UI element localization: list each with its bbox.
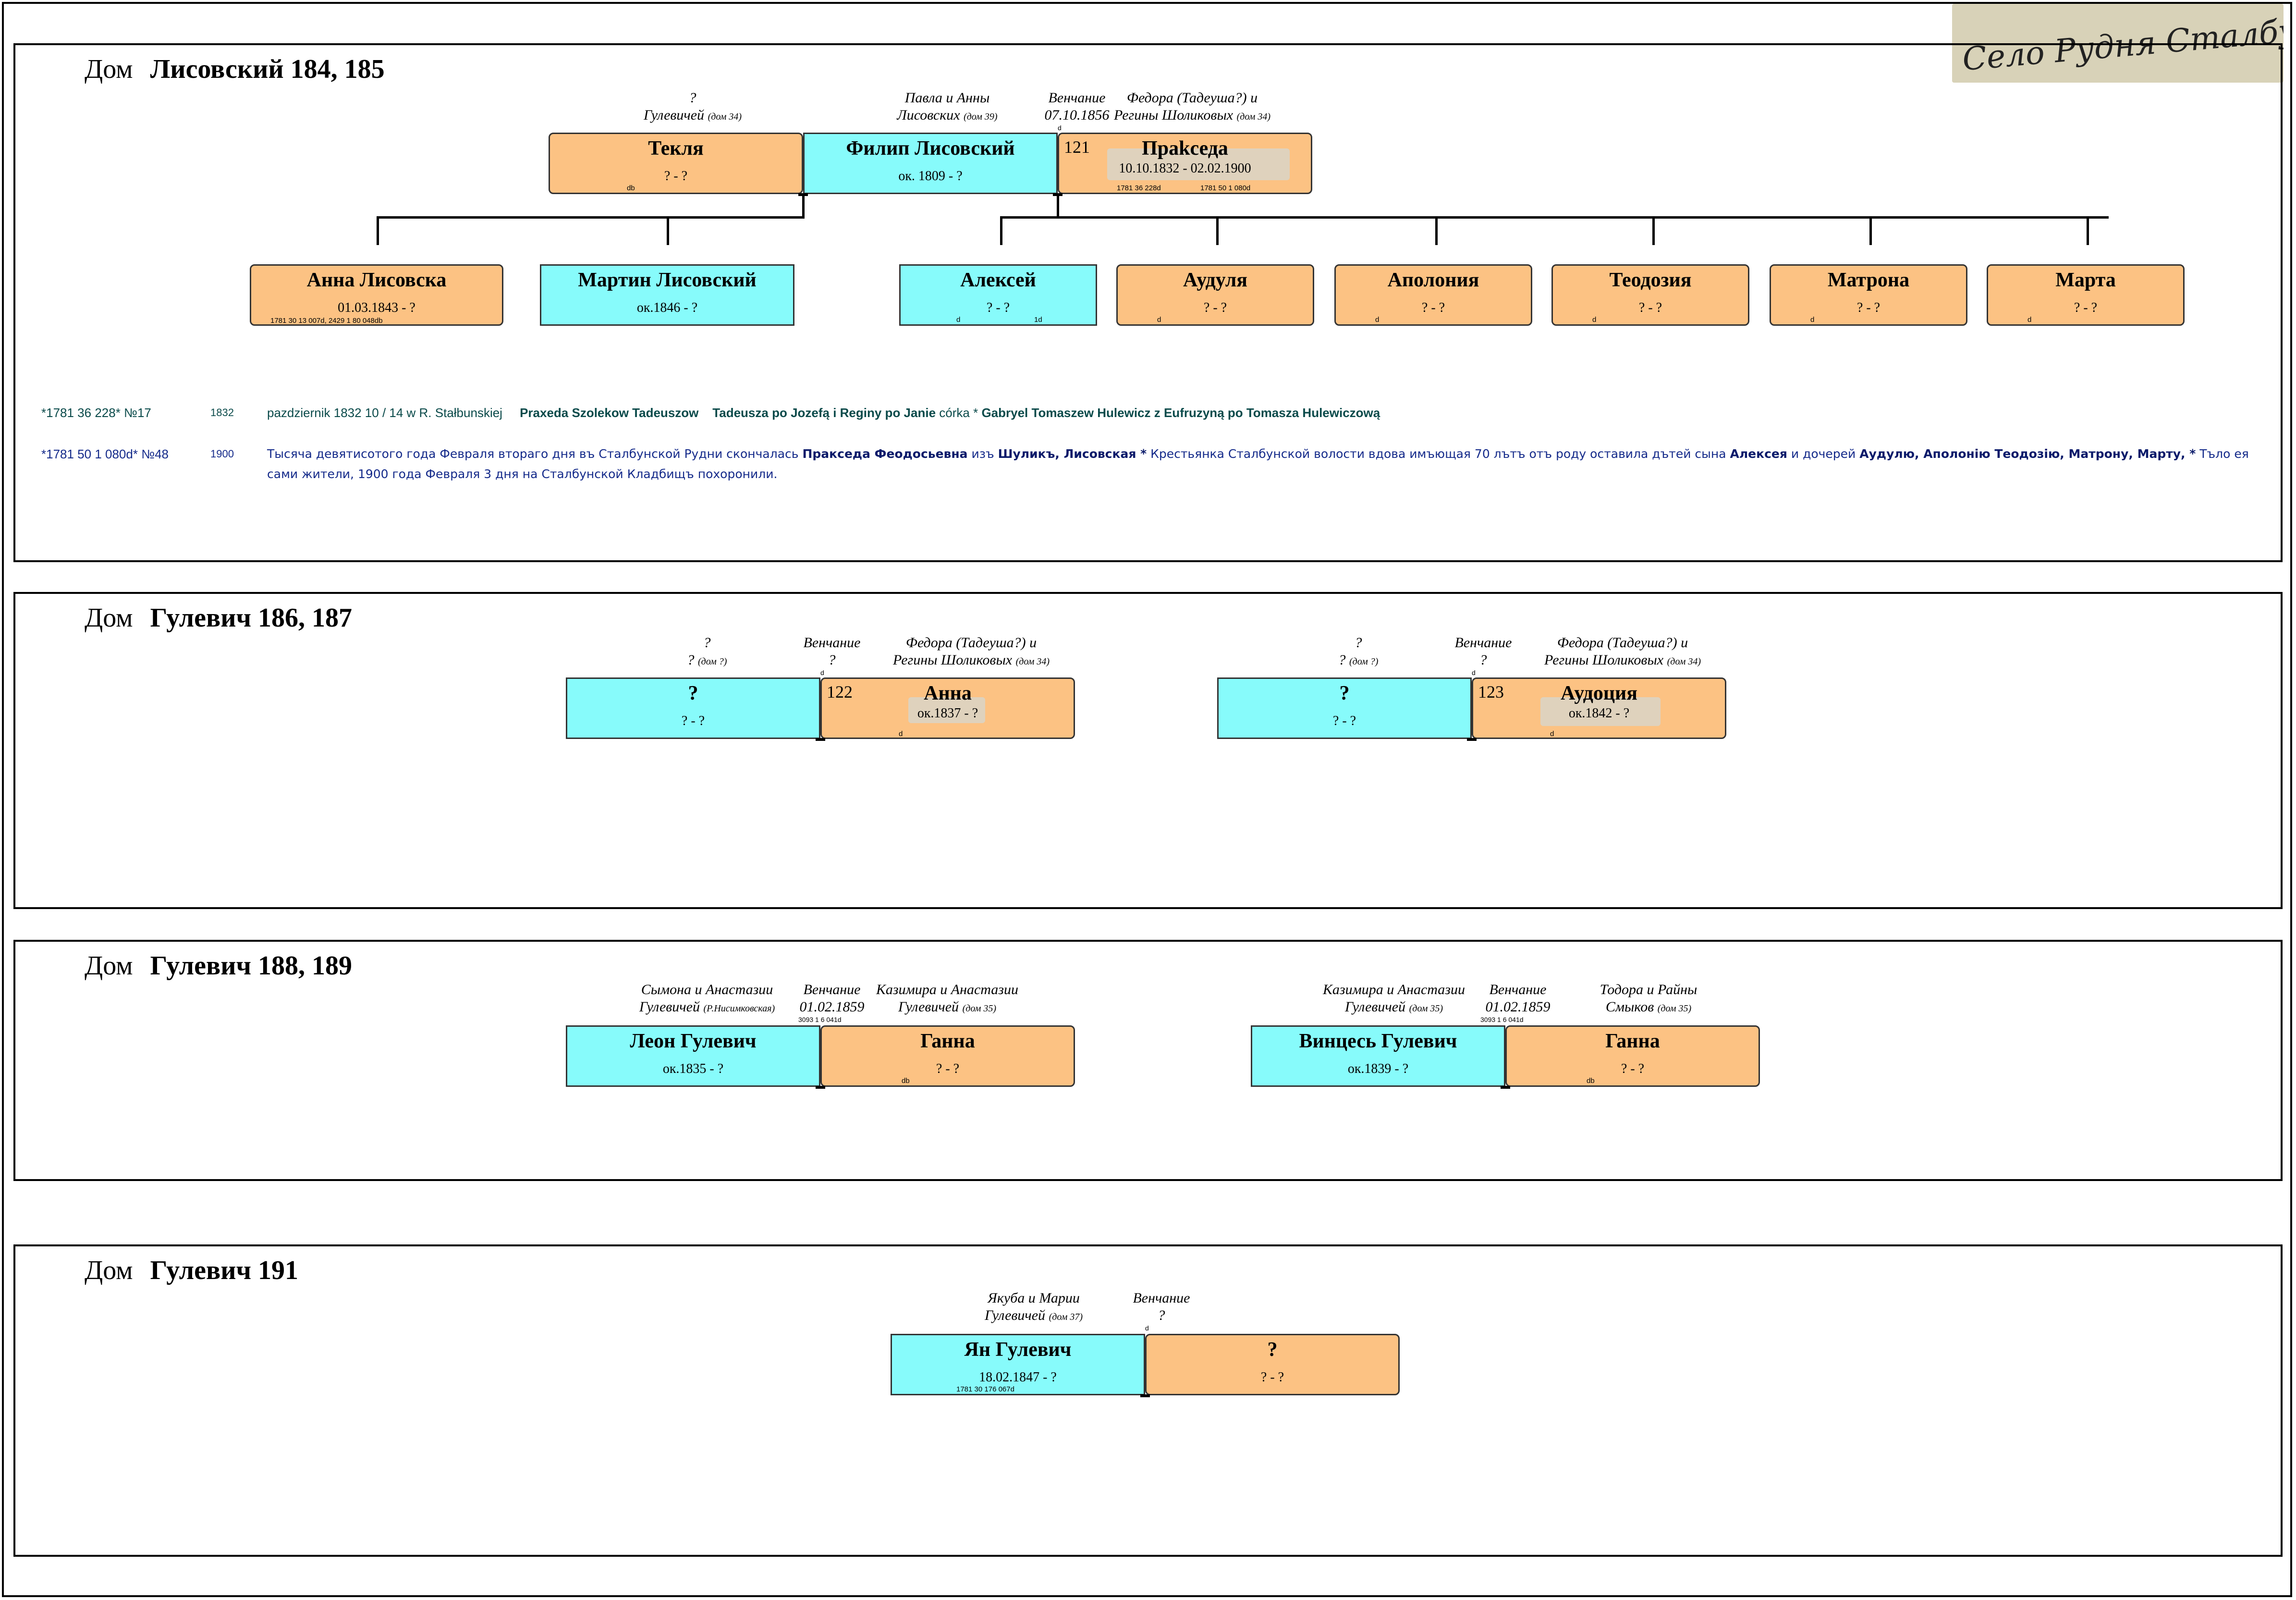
person-anna[interactable]: 122 Анна ок.1837 - ? d xyxy=(820,677,1075,739)
person-tekla[interactable]: Текля ? - ? db xyxy=(549,133,803,194)
person-audocia[interactable]: 123 Аудоция ок.1842 - ? d xyxy=(1472,677,1726,739)
person-husband[interactable]: ? ? - ? xyxy=(1217,677,1472,739)
person-ganna[interactable]: Ганна ? - ? db xyxy=(1505,1025,1760,1087)
record-1-id: *1781 36 228* №17 xyxy=(41,406,151,420)
person-vincent[interactable]: Винцесь Гулевич ок.1839 - ? xyxy=(1251,1025,1505,1087)
filip-parents: Павла и Анны Лисовских (дом 39) xyxy=(897,90,998,123)
line xyxy=(2087,216,2089,245)
record-1-year: 1832 xyxy=(210,406,234,418)
wedding-mark: d xyxy=(1058,124,1062,132)
couple-tick xyxy=(816,738,825,741)
child-aleksey[interactable]: Алексей ? - ? d 1d xyxy=(899,264,1097,326)
husband-parents: Сымона и Анастазии Гулевичей (Р.Нисимков… xyxy=(639,982,775,1015)
tekla-parents: ? Гулевичей (дом 34) xyxy=(643,90,742,123)
wedding-mark: d xyxy=(820,669,824,677)
line xyxy=(1057,194,1059,218)
line xyxy=(802,194,805,218)
wedding-caption: Венчание ? xyxy=(803,635,861,668)
wedding-caption: Венчание ? xyxy=(1133,1290,1190,1323)
line xyxy=(1216,216,1219,245)
line xyxy=(1435,216,1438,245)
person-ganna[interactable]: Ганна ? - ? db xyxy=(820,1025,1075,1087)
person-wife[interactable]: ? ? - ? xyxy=(1145,1334,1400,1395)
wife-parents: Тодора и Райны Смыков (дом 35) xyxy=(1600,982,1698,1015)
line xyxy=(1000,216,1002,245)
record-1-text: pazdziernik 1832 10 / 14 w R. Stałbunski… xyxy=(267,406,1380,420)
child-martin[interactable]: Мартин Лисовский ок.1846 - ? xyxy=(540,264,794,326)
line xyxy=(1869,216,1872,245)
wedding-ref: 3093 1 6 041d xyxy=(798,1016,842,1023)
signature-scan xyxy=(1540,697,1661,726)
line xyxy=(1652,216,1655,245)
wedding-mark: d xyxy=(1145,1324,1149,1332)
husband-parents: Казимира и Анастазии Гулевичей (дом 35) xyxy=(1322,982,1466,1015)
wife-parents: Федора (Тадеуша?) и Регины Шоликовых (до… xyxy=(892,635,1050,668)
child-marta[interactable]: Марта ? - ? d xyxy=(1987,264,2185,326)
husband-parents: ? ? (дом ?) xyxy=(1338,635,1379,668)
couple-tick xyxy=(816,1086,825,1089)
record-2-id: *1781 50 1 080d* №48 xyxy=(41,447,169,461)
couple-tick xyxy=(1140,1394,1150,1397)
line xyxy=(377,216,805,219)
husband-parents: ? ? (дом ?) xyxy=(687,635,727,668)
signature-scan xyxy=(1107,148,1290,180)
wife-parents: Федора (Тадеуша?) и Регины Шоликовых (до… xyxy=(1544,635,1701,668)
person-praksed[interactable]: 121 Прakседа 10.10.1832 - 02.02.1900 178… xyxy=(1058,133,1312,194)
wedding-caption: Венчание 01.02.1859 xyxy=(799,982,865,1015)
wife-parents: Казимира и Анастазии Гулевичей (дом 35) xyxy=(876,982,1019,1015)
signature-scan xyxy=(908,697,985,723)
couple-tick xyxy=(1501,1086,1510,1089)
record-2-year: 1900 xyxy=(210,448,234,460)
child-teodozia[interactable]: Теодозия ? - ? d xyxy=(1551,264,1749,326)
line xyxy=(377,216,379,245)
person-husband[interactable]: ? ? - ? xyxy=(566,677,820,739)
couple-tick xyxy=(1467,738,1477,741)
child-audulia[interactable]: Аудуля ? - ? d xyxy=(1116,264,1314,326)
wedding-mark: d xyxy=(1472,669,1476,677)
person-yan[interactable]: Ян Гулевич 18.02.1847 - ? 1781 30 176 06… xyxy=(891,1334,1145,1395)
child-apolonia[interactable]: Аполония ? - ? d xyxy=(1334,264,1532,326)
wedding-caption: Венчание ? xyxy=(1454,635,1512,668)
wedding-ref: 3093 1 6 041d xyxy=(1480,1016,1524,1023)
line xyxy=(667,216,669,245)
person-leon[interactable]: Леон Гулевич ок.1835 - ? xyxy=(566,1025,820,1087)
husband-parents: Якуба и Марии Гулевичей (дом 37) xyxy=(984,1290,1083,1323)
child-matrona[interactable]: Матрона ? - ? d xyxy=(1770,264,1967,326)
wedding-caption: Венчание 07.10.1856 xyxy=(1044,90,1110,123)
line xyxy=(1000,216,2109,219)
child-anna[interactable]: Анна Лисовска 01.03.1843 - ? 1781 30 13 … xyxy=(250,264,503,326)
praksed-parents: Федора (Тадеуша?) и Регины Шоликовых (до… xyxy=(1113,90,1271,123)
record-2-text: Тысяча девятисотого года Февраля втораго… xyxy=(267,447,2249,481)
person-filip[interactable]: Филип Лисовский ок. 1809 - ? xyxy=(803,133,1058,194)
wedding-caption: Венчание 01.02.1859 xyxy=(1485,982,1551,1015)
